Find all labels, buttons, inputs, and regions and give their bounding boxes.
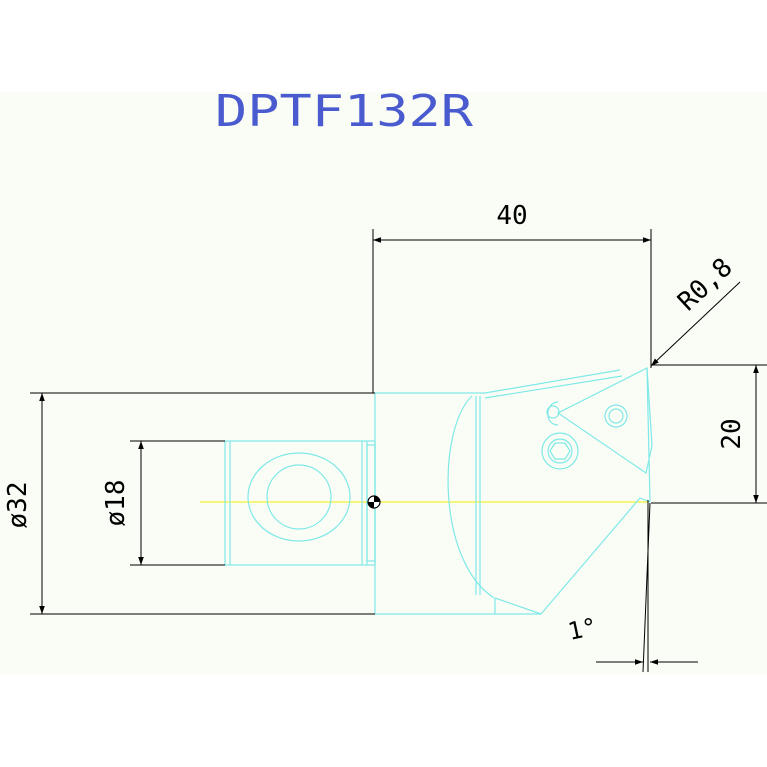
drawing-sheet — [0, 92, 767, 675]
insert-hole — [604, 404, 628, 428]
dimension-length-label: 40 — [496, 201, 527, 231]
dimension-outer-diameter-label: ø32 — [3, 482, 33, 529]
dimension-height-label: 20 — [717, 418, 747, 449]
dimension-inner-diameter — [130, 440, 225, 566]
shank-bore-inner — [266, 464, 332, 530]
dimension-length — [372, 229, 652, 393]
drawing-title: DPTF132R — [215, 86, 474, 137]
dimension-inner-diameter-label: ø18 — [101, 480, 131, 527]
dimension-angle — [596, 500, 698, 673]
tool-holder-outline — [224, 367, 653, 615]
dimension-height — [651, 364, 767, 504]
center-mark — [367, 495, 381, 509]
shank-bore-outer — [247, 452, 351, 542]
dimension-radius — [650, 281, 741, 367]
dimension-angle-label: 1° — [565, 612, 599, 645]
cutting-insert — [556, 367, 653, 474]
hex-screw — [541, 432, 579, 470]
dimension-outer-diameter — [30, 392, 375, 615]
clamp — [547, 401, 559, 426]
